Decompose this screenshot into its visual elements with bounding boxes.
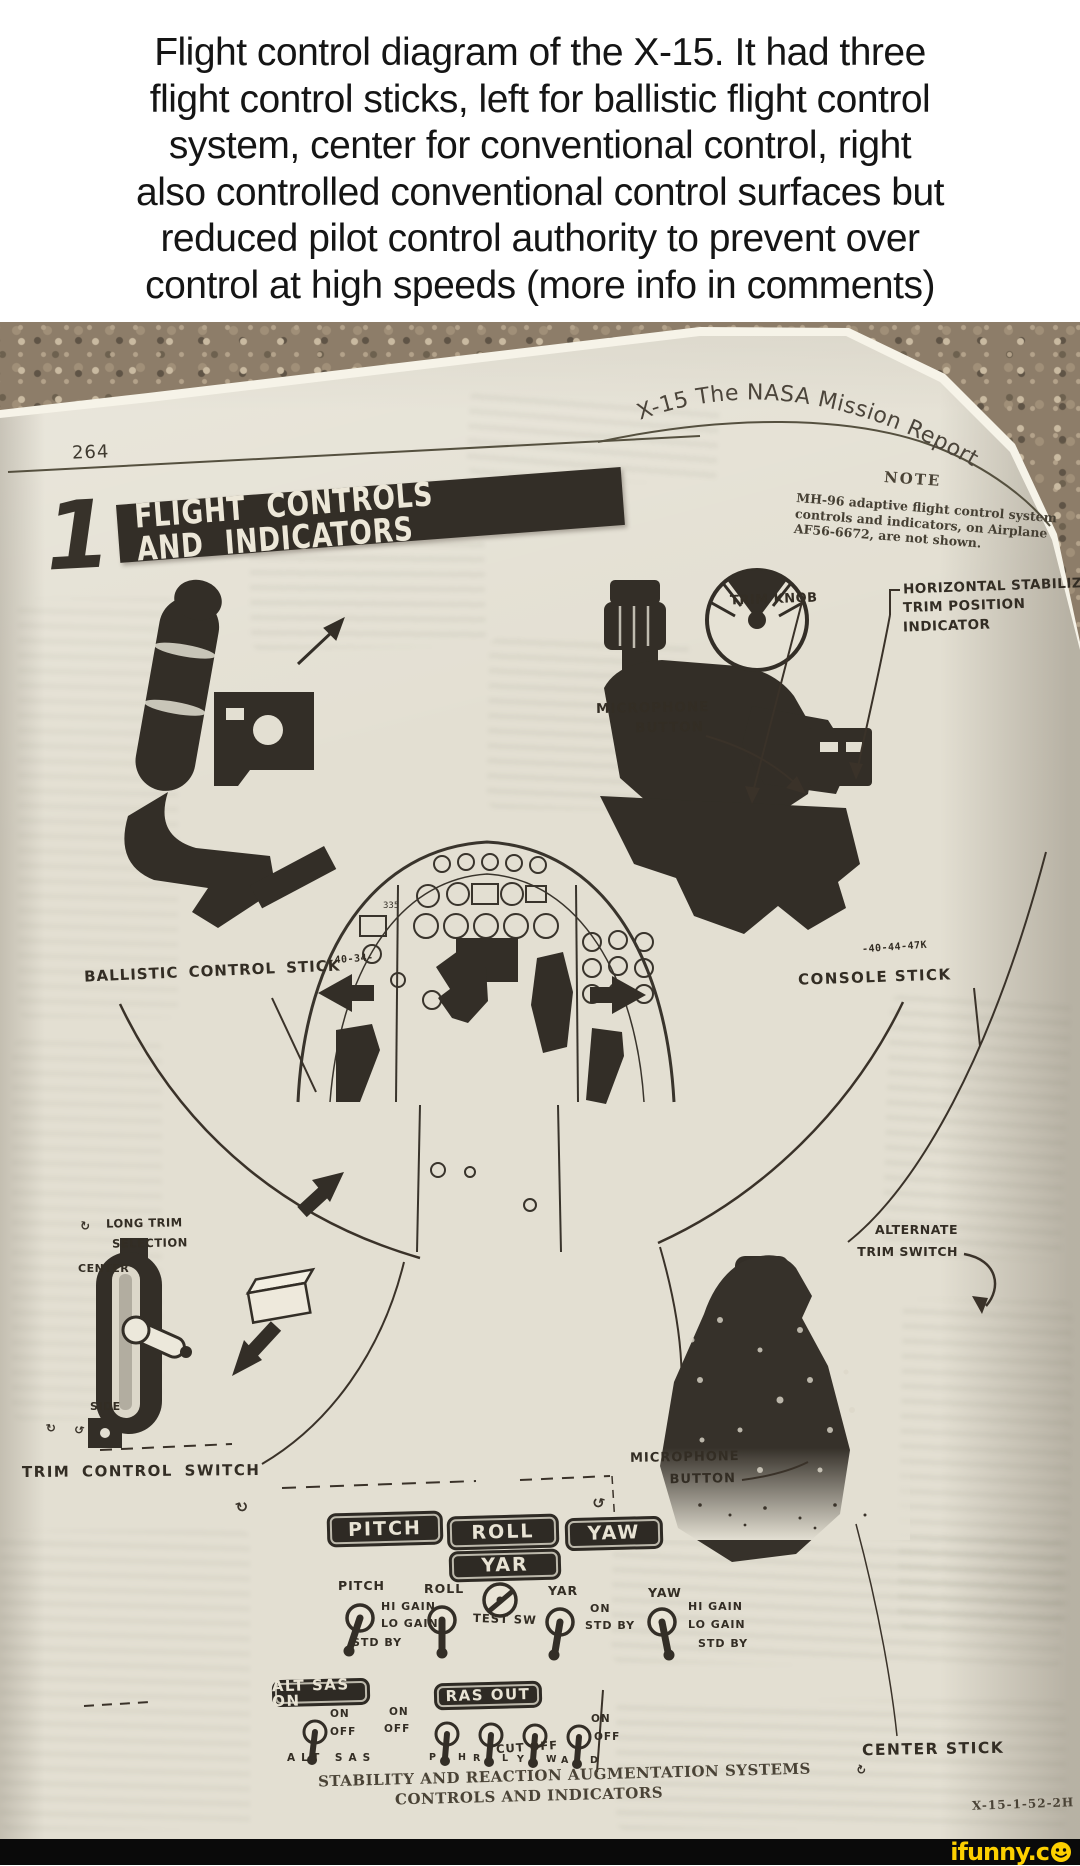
ras-toggle2-right-letter: L — [502, 1753, 510, 1764]
bleed-through — [610, 1532, 1064, 1670]
label-microphone-top: MICROPHONE — [595, 698, 710, 717]
ras-toggle4-left-letter: A — [561, 1755, 570, 1766]
roll-button: ROLL — [446, 1513, 560, 1551]
ras-toggle3-left-letter: Y — [517, 1754, 525, 1765]
curl-arrow-icon: ↻ — [78, 1218, 92, 1234]
label-side-position: SIDE — [90, 1400, 121, 1413]
label-center-position: CENTER — [78, 1262, 130, 1275]
smiley-icon — [1051, 1842, 1071, 1862]
label-alternate: ALTERNATE — [875, 1222, 958, 1237]
pitch-button: PITCH — [326, 1510, 444, 1548]
chapter-number: 1 — [42, 480, 114, 593]
label-alternate-trim-switch: TRIM SWITCH — [857, 1244, 958, 1259]
caption-line: control at high speeds (more info in com… — [145, 263, 935, 307]
bleed-through — [0, 1530, 250, 1830]
label-long-trim: LONG TRIM — [105, 1215, 183, 1231]
pitch-std-by: STD BY — [352, 1636, 403, 1649]
yaw-lo-gain: LO GAIN — [688, 1618, 746, 1631]
pitch-hi-gain: HI GAIN — [381, 1600, 436, 1613]
ras-toggle1-right-letter: H — [458, 1752, 467, 1763]
yaw-button: YAW — [564, 1515, 664, 1552]
ifunny-brand-text: ifunny.c — [950, 1838, 1050, 1866]
caption-line: also controlled conventional control sur… — [136, 170, 944, 214]
alt-sas-on-pos: ON — [330, 1708, 350, 1720]
switch-label-roll: ROLL — [424, 1581, 465, 1596]
switch-label-yar: YAR — [548, 1583, 579, 1598]
label-center-stick: CENTER STICK — [861, 1738, 1005, 1760]
bleed-through — [18, 598, 178, 1018]
test-sw-label: TEST SW — [472, 1610, 538, 1628]
ras-on-left: ON — [389, 1706, 409, 1718]
yar-button: YAR — [448, 1548, 562, 1583]
bleed-through — [616, 1700, 1066, 1830]
caption-line: reduced pilot control authority to preve… — [160, 217, 920, 260]
alt-sas-on-button: ALT SAS ON — [272, 1675, 371, 1710]
meme-caption: Flight control diagram of the X-15. It h… — [0, 0, 1080, 322]
yar-std-by: STD BY — [585, 1619, 636, 1632]
ras-off-left: OFF — [384, 1723, 411, 1735]
yaw-hi-gain: HI GAIN — [688, 1600, 743, 1613]
switch-label-pitch: PITCH — [338, 1578, 385, 1593]
yaw-std-by: STD BY — [698, 1637, 749, 1650]
switch-label-yaw: YAW — [648, 1585, 682, 1600]
label-microphone-bottom-2: BUTTON — [669, 1471, 737, 1488]
ras-toggle3-right-letter: W — [546, 1754, 558, 1765]
ras-off-right: OFF — [594, 1731, 621, 1743]
caption-line: system, center for conventional control,… — [168, 124, 912, 167]
page-number: 264 — [71, 441, 110, 464]
ras-out-button: RAS OUT — [433, 1680, 543, 1711]
label-indicator: INDICATOR — [902, 616, 991, 636]
ifunny-watermark: ifunny.c — [950, 1840, 1072, 1864]
label-selection: SELECTION — [111, 1235, 188, 1251]
alt-sas-label: ALT SAS — [287, 1752, 377, 1764]
label-trim-control-switch: TRIM CONTROL SWITCH — [21, 1460, 261, 1482]
alt-sas-off-pos: OFF — [330, 1726, 357, 1738]
curl-arrow-icon: ↻ — [44, 1420, 58, 1436]
label-trim-knob: TRIM KNOB — [729, 590, 818, 609]
ras-toggle4-right-letter: D — [590, 1755, 599, 1766]
caption-line: flight control sticks, left for ballisti… — [149, 77, 931, 121]
caption-line: Flight control diagram of the X-15. It h… — [154, 31, 926, 74]
ras-toggle2-left-letter: R — [473, 1753, 482, 1764]
pitch-lo-gain: LO GAIN — [381, 1617, 439, 1630]
ras-on-right: ON — [591, 1713, 611, 1725]
yar-on: ON — [590, 1602, 611, 1615]
label-microphone-top-2: BUTTON — [635, 719, 705, 737]
label-microphone-bottom: MICROPHONE — [629, 1449, 740, 1466]
ras-toggle1-left-letter: P — [429, 1752, 437, 1763]
watermark-bar: ifunny.c — [0, 1839, 1080, 1865]
